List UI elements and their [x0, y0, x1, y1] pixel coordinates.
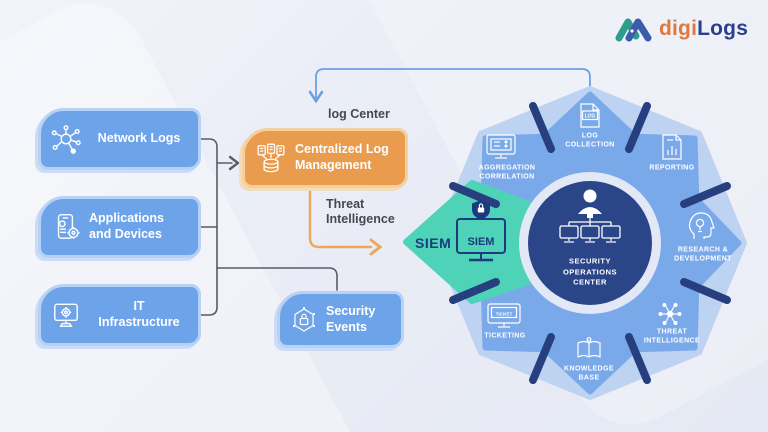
log-center-label: log Center [328, 107, 390, 121]
security-events-node: Security Events [277, 291, 404, 348]
applications-devices-label: Applications and Devices [89, 211, 165, 241]
source-connectors [200, 138, 338, 316]
segment-label-research-development: RESEARCH & DEVELOPMENT [674, 246, 732, 263]
arrowhead-right-icon [228, 155, 240, 171]
it-infrastructure-node: IT Infrastructure [38, 284, 201, 346]
soc-center-label: SECURITY OPERATIONS CENTER [562, 256, 618, 287]
network-nodes-icon [51, 125, 81, 154]
centralized-log-node: Centralized Log Management [242, 128, 408, 188]
log-document-icon: LOG [580, 103, 600, 128]
open-book-icon [577, 337, 601, 358]
segment-label-aggregation-correlation: AGGREGATION CORRELATION [478, 164, 536, 181]
siem-label: SIEM [415, 235, 452, 251]
logo-wordmark: digiLogs [659, 17, 748, 41]
siem-monitor-icon: SIEM [456, 200, 506, 262]
log-badge-text: LOG [585, 114, 596, 120]
correlation-monitor-icon [486, 134, 516, 159]
arrowhead-down-icon [308, 90, 324, 104]
segment-label-reporting: REPORTING [649, 164, 695, 172]
network-logs-node: Network Logs [38, 108, 201, 170]
ticket-monitor-icon: TICKET [487, 303, 521, 328]
centralized-log-label: Centralized Log Management [295, 142, 389, 172]
head-idea-icon [688, 212, 715, 239]
database-logs-icon [257, 143, 285, 173]
arrowhead-right-icon [369, 238, 383, 256]
digilogs-logo: digiLogs [614, 12, 748, 46]
wheel-accent-bars [449, 102, 731, 384]
shield-lock-icon [472, 200, 490, 220]
threat-intelligence-flow-label: Threat Intelligence [326, 197, 395, 226]
ticket-badge-text: TICKET [496, 311, 513, 316]
threat-intel-line [308, 188, 383, 256]
applications-devices-node: Applications and Devices [38, 196, 201, 258]
segment-label-log-collection: LOG COLLECTION [565, 132, 615, 149]
network-logs-label: Network Logs [97, 131, 181, 146]
threat-network-icon [658, 303, 682, 326]
mobile-gear-icon [57, 214, 80, 239]
it-infrastructure-label: IT Infrastructure [98, 299, 180, 329]
siem-monitor-label: SIEM [468, 236, 495, 248]
monitor-gear-icon [54, 303, 78, 327]
soc-wheel: LOG [403, 86, 747, 400]
soc-center-circle [528, 181, 652, 305]
segment-label-threat-intelligence: THREAT INTELLIGENCE [643, 328, 701, 345]
segment-label-ticketing: TICKETING [484, 332, 526, 340]
report-document-icon [662, 134, 682, 160]
logo-logs-text: Logs [697, 17, 749, 40]
hexagon-lock-icon [292, 306, 316, 332]
digilogs-logo-icon [615, 18, 652, 42]
log-center-feedback-line [308, 68, 591, 104]
logo-digi-text: digi [659, 17, 698, 40]
soc-analyst-icon [559, 189, 621, 243]
segment-label-knowledge-base: KNOWLEDGE BASE [564, 365, 614, 382]
security-events-label: Security Events [326, 303, 376, 334]
